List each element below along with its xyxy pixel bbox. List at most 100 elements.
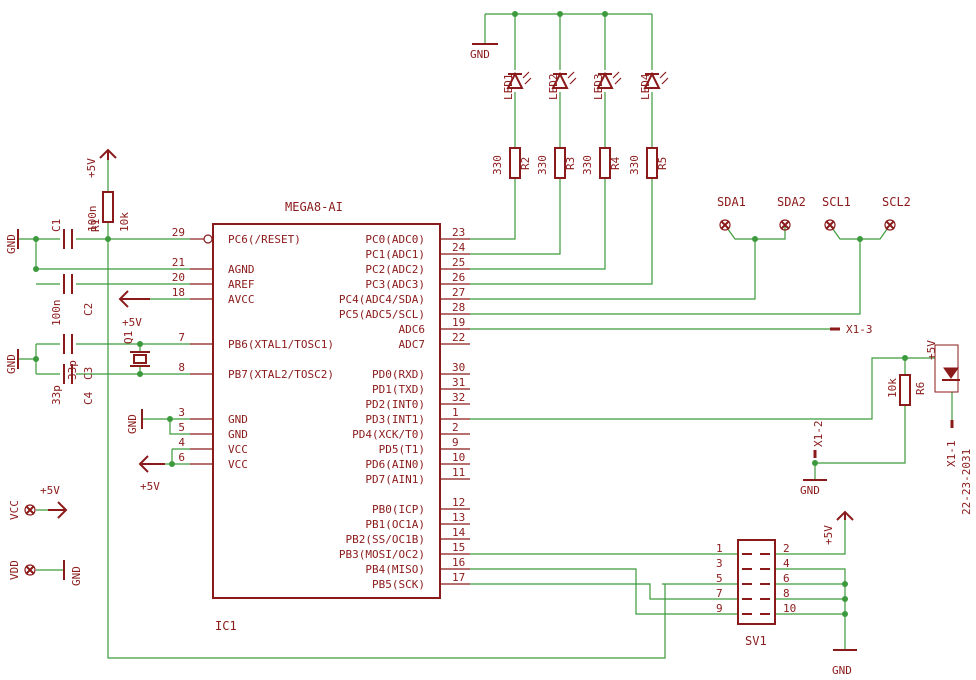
vcc-pad: VCC +5V	[8, 484, 68, 520]
resistor-name: R5	[656, 157, 669, 170]
ic-gnd-symbol: GND	[126, 409, 143, 434]
r1: R1 10k +5V	[85, 148, 131, 232]
ic-pin-name: ADC7	[399, 338, 426, 351]
ic1-right-pins: 23PC0(ADC0)24PC1(ADC1)25PC2(ADC2)26PC3(A…	[339, 226, 470, 591]
pad-cross	[720, 220, 730, 230]
sv1-pin-num: 2	[783, 542, 790, 555]
sv1-pin-num: 5	[716, 572, 723, 585]
x1-2-gnd: GND	[800, 484, 820, 497]
resistor-body	[509, 147, 521, 179]
ic-pin-num: 9	[452, 436, 459, 449]
ic-vcc-symbol: +5V	[138, 455, 165, 493]
x1-1-label: X1-1	[945, 441, 958, 468]
resistor-name: R4	[609, 156, 622, 170]
c4: C4 33p GND	[5, 349, 95, 405]
ic-pin-num: 30	[452, 361, 465, 374]
avcc-supply-label: +5V	[122, 316, 142, 329]
led-body	[596, 71, 614, 89]
led-4: LED4	[639, 71, 669, 100]
led-rays	[612, 71, 622, 85]
ic-pin-name: PC4(ADC4/SDA)	[339, 293, 425, 306]
x1-3-label: X1-3	[846, 323, 873, 336]
ic-pin-num: 5	[178, 421, 185, 434]
ic-pin-num: 26	[452, 271, 465, 284]
vdd-pad: VDD GND	[8, 560, 83, 586]
wires	[18, 13, 953, 659]
c1-value: 100n	[86, 206, 99, 233]
q1-name: Q1	[122, 331, 135, 344]
pad-scl2: SCL2	[882, 195, 911, 231]
resistor-value: 330	[536, 155, 549, 175]
ic-pin-num: 14	[452, 526, 466, 539]
sv1-pin-num: 7	[716, 587, 723, 600]
ic-pin-num: 10	[452, 451, 465, 464]
ic-pin-name: PD6(AIN0)	[365, 458, 425, 471]
ic-pin-num: 23	[452, 226, 465, 239]
ic-pin-num: 1	[452, 406, 459, 419]
c3: C3 33p	[63, 334, 95, 380]
ic-pin-name: PC3(ADC3)	[365, 278, 425, 291]
pad-label: SCL2	[882, 195, 911, 209]
ic-pin-name: PB1(OC1A)	[365, 518, 425, 531]
x1-1-supply: +5V	[925, 340, 938, 360]
pad-ring	[884, 219, 896, 231]
sv1-pin-num: 9	[716, 602, 723, 615]
led-body	[506, 71, 524, 89]
pad-cross	[780, 220, 790, 230]
led-rays	[567, 71, 577, 85]
ic-pin-num: 11	[452, 466, 465, 479]
ic-pin-num: 6	[178, 451, 185, 464]
led-label: LED1	[502, 74, 515, 101]
sv1-pin-num: 8	[783, 587, 790, 600]
pad-scl1: SCL1	[822, 195, 851, 231]
resistor-body	[554, 147, 566, 179]
resistor-name: R2	[519, 157, 532, 170]
reset-inverter-bubble	[203, 234, 213, 244]
ic-pin-name: PD7(AIN1)	[365, 473, 425, 486]
x1-1: +5V X1-1 22-23-2031	[925, 340, 973, 515]
ic-pin-name: VCC	[228, 458, 248, 471]
r1-value: 10k	[118, 212, 131, 232]
c1: C1 100n GND	[5, 206, 99, 255]
ic-pin-name: VCC	[228, 443, 248, 456]
ic-pin-name: PB4(MISO)	[365, 563, 425, 576]
junctions	[33, 11, 908, 617]
ic-pin-num: 13	[452, 511, 465, 524]
ic-pin-name: PD4(XCK/T0)	[352, 428, 425, 441]
ic1-name: IC1	[215, 619, 237, 633]
pad-label: SCL1	[822, 195, 851, 209]
sv1-supply: +5V	[822, 525, 835, 545]
led-3: LED3	[592, 71, 622, 100]
pad-ring	[779, 219, 791, 231]
ic-pin-name: PB3(MOSI/OC2)	[339, 548, 425, 561]
ic-pin-name: ADC6	[399, 323, 426, 336]
gnd-label: GND	[470, 48, 490, 61]
x1-2-label: X1-2	[812, 421, 825, 448]
ic-pin-name: PB2(SS/OC1B)	[346, 533, 425, 546]
led-2: LED2	[547, 71, 577, 100]
r6: R6 10k	[886, 374, 927, 406]
sv1-pin-num: 4	[783, 557, 790, 570]
vdd-pad-gnd: GND	[70, 566, 83, 586]
ic-pin-name: PC0(ADC0)	[365, 233, 425, 246]
x1-part: 22-23-2031	[960, 449, 973, 515]
resistor-body	[646, 147, 658, 179]
resistor-value: 330	[581, 155, 594, 175]
sv1-name: SV1	[745, 634, 767, 648]
ic1: MEGA8-AI IC1 29PC6(/RESET)21AGND20AREF18…	[172, 200, 470, 633]
r1-name: R1	[89, 219, 102, 232]
ic-pin-num: 32	[452, 391, 465, 404]
r6-name: R6	[914, 382, 927, 395]
pad-ring	[719, 219, 731, 231]
vdd-pad-label: VDD	[8, 560, 21, 580]
sv1-pin-num: 3	[716, 557, 723, 570]
ic-pin-name: AVCC	[228, 293, 255, 306]
ic-pin-name: PD2(INT0)	[365, 398, 425, 411]
ic-pin-num: 4	[178, 436, 185, 449]
c4-value: 33p	[50, 385, 63, 405]
ic-pin-name: PB5(SCK)	[372, 578, 425, 591]
